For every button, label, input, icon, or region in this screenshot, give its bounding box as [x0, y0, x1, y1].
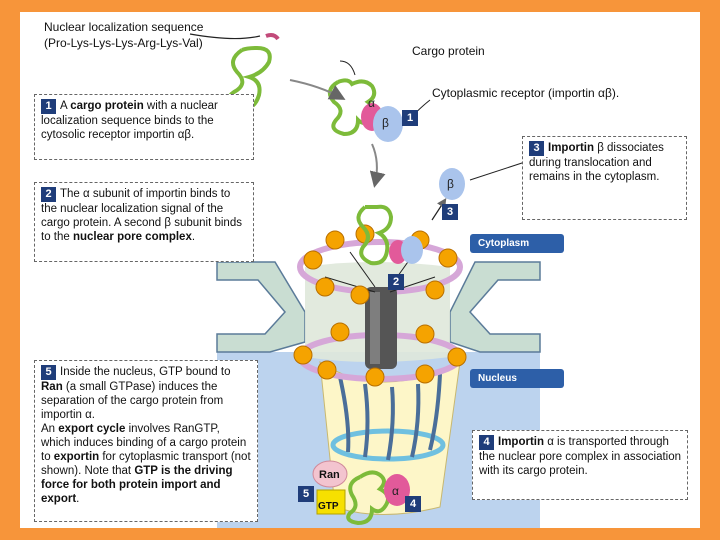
gtp-label: GTP: [318, 501, 339, 512]
pore-bead: [425, 280, 445, 300]
released-beta-icon: [439, 168, 465, 200]
step-badge-1: 1: [402, 110, 418, 126]
step-4-number: 4: [479, 435, 494, 450]
step-3-note: 3 Importin β dissociates during transloca…: [522, 136, 687, 220]
filament: [386, 386, 395, 461]
pore-bead: [350, 285, 370, 305]
cargo-protein-icon: [346, 470, 390, 526]
step-5-bold-ran: Ran: [41, 381, 63, 393]
step-2-bold: nuclear pore complex: [72, 231, 192, 243]
step-5-text-a: Inside the nucleus, GTP bound to: [60, 366, 231, 378]
step-2-number: 2: [41, 187, 56, 202]
step-5-text-b: (a small GTPase) induces the separation …: [41, 381, 224, 421]
pore-bead: [365, 367, 385, 387]
step-4-text: α is transported through the nuclear por…: [479, 436, 682, 477]
pore-bead: [315, 277, 335, 297]
diagram-canvas: Nuclear localization sequence (Pro-Lys-L…: [20, 12, 700, 528]
cargo-protein-label: Cargo protein: [412, 44, 485, 58]
step-4-note: 4 Importin α is transported through the n…: [472, 430, 688, 500]
step-1-text-b: with a nuclear localization sequence bin…: [41, 100, 218, 141]
cargo-protein-icon: [356, 204, 394, 266]
step-3-text: β dissociates during translocation and r…: [529, 142, 664, 183]
filament: [338, 376, 351, 453]
step-2-text-b: .: [191, 231, 196, 243]
central-plug: [365, 287, 397, 369]
step-badge-5: 5: [298, 486, 314, 502]
step-4-bold: Importin: [498, 436, 544, 448]
step-5-note: 5 Inside the nucleus, GTP bound to Ran (a…: [34, 360, 258, 522]
beta-released-label: β: [447, 177, 454, 191]
beta-label: β: [382, 116, 389, 130]
step-1-bold: cargo protein: [70, 100, 144, 112]
alpha-nucleus-label: α: [392, 484, 399, 498]
step-5-text-c: An: [41, 423, 59, 435]
step-3-bold: Importin: [548, 142, 594, 154]
pore-bead: [317, 360, 337, 380]
step-badge-3: 3: [442, 204, 458, 220]
step-5-text-d: involves RanGTP, which induces binding o…: [41, 423, 247, 463]
step-5-number: 5: [41, 365, 56, 380]
alpha-label: α: [368, 96, 375, 110]
receptor-label: Cytoplasmic receptor (importin αβ).: [432, 86, 620, 100]
filament: [410, 383, 421, 458]
cytoplasm-band: Cytoplasm: [470, 234, 564, 253]
step-1-text-a: A: [60, 100, 71, 112]
ran-icon: [312, 460, 348, 488]
importin-beta-icon: [373, 106, 403, 142]
pore-bead: [330, 322, 350, 342]
step-badge-4: 4: [405, 496, 421, 512]
pore-bead: [293, 345, 313, 365]
step-5-bold-export: export cycle: [58, 423, 126, 435]
filament: [428, 373, 442, 451]
outer-membrane: [216, 261, 306, 353]
ran-label: Ran: [319, 469, 340, 481]
nucleus-band: Nucleus: [470, 369, 564, 388]
step-5-bold-exportin: exportin: [53, 451, 100, 463]
step-5-text-f: .: [76, 493, 80, 505]
step-5-bold-gtp: GTP is the driving force for both protei…: [41, 465, 233, 505]
pore-bead: [303, 250, 323, 270]
nls-sequence-label: (Pro-Lys-Lys-Lys-Arg-Lys-Val): [44, 36, 203, 50]
pore-bead: [415, 324, 435, 344]
pore-bead: [447, 347, 467, 367]
step-2-text-a: The α subunit of importin binds to the n…: [41, 188, 242, 243]
nls-label: Nuclear localization sequence: [44, 20, 204, 34]
gtp-icon: [316, 489, 346, 515]
right-membrane: [449, 261, 541, 353]
pore-bead: [325, 230, 345, 250]
filament: [363, 383, 370, 458]
step-5-text-e: for cytoplasmic transport (not shown). N…: [41, 451, 251, 477]
importin-alpha-nucleus-icon: [384, 474, 410, 506]
pore-bead: [415, 364, 435, 384]
step-badge-2: 2: [388, 274, 404, 290]
step-3-number: 3: [529, 141, 544, 156]
pore-bead: [438, 248, 458, 268]
step-1-number: 1: [41, 99, 56, 114]
cargo-protein-icon: [227, 45, 272, 111]
